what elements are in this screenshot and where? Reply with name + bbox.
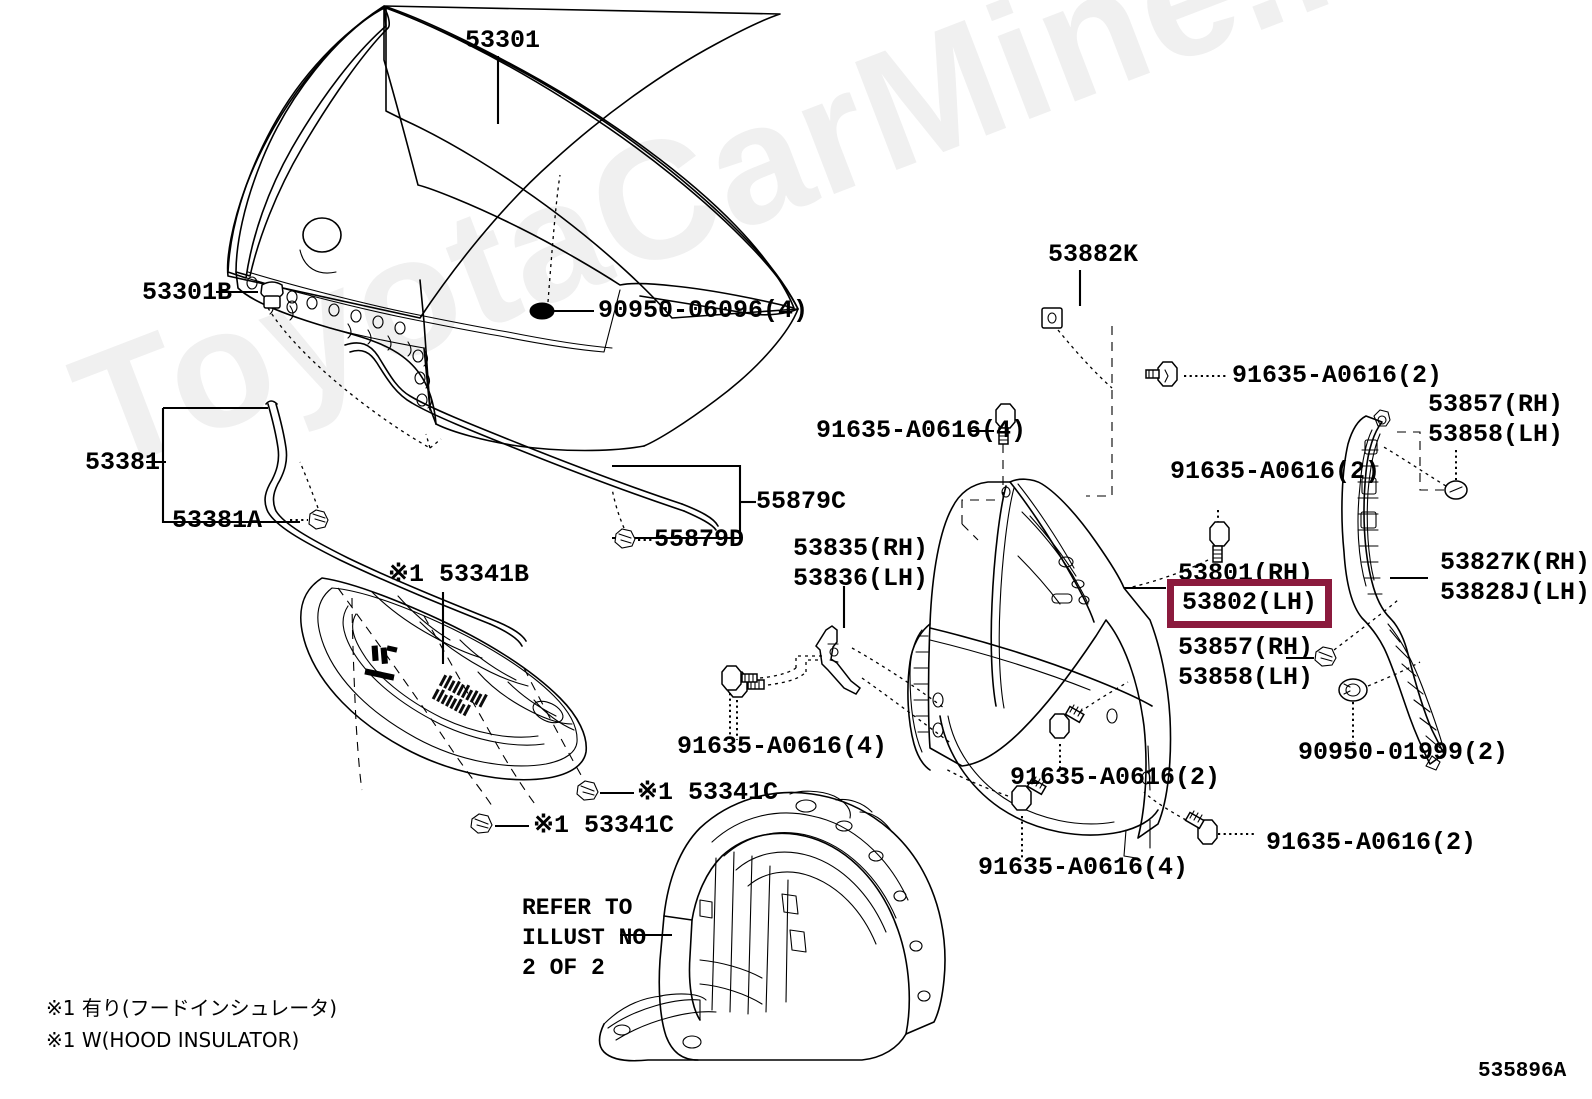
hood-part <box>226 5 781 319</box>
footnote-en: ※1 W(HOOD INSULATOR) <box>46 1028 300 1052</box>
part-53858-clip-upper <box>1444 480 1468 500</box>
label-53882K: 53882K <box>1048 240 1139 269</box>
refer-to-note: REFER TO ILLUST NO 2 OF 2 <box>522 895 647 981</box>
label-53828J: 53828J(LH) <box>1440 578 1591 607</box>
bolt-91635-left-lower <box>721 665 758 691</box>
part-53827K-seal <box>1341 409 1445 771</box>
label-53301: 53301 <box>465 26 541 55</box>
part-53802-fender <box>907 478 1172 859</box>
label-53301B: 53301B <box>142 278 233 307</box>
part-53301B-cushion <box>260 281 284 309</box>
label-53857-lower: 53857(RH) <box>1178 633 1314 662</box>
label-91635-mid: 91635-A0616(2) <box>1170 457 1381 486</box>
label-53381: 53381 <box>85 448 161 477</box>
label-55879C: 55879C <box>756 487 847 516</box>
label-53341C-2: ※1 53341C <box>533 811 674 840</box>
label-91635-lower-right: 91635-A0616(2) <box>1266 828 1477 857</box>
label-91635-lower-mid: 91635-A0616(2) <box>1010 763 1221 792</box>
part-53341B-insulator <box>300 577 587 781</box>
label-53836: 53836(LH) <box>793 564 929 593</box>
label-90950-06096: 90950-06096(4) <box>598 296 809 325</box>
bolt-91635-lower-left <box>1011 776 1047 811</box>
label-53858-lower: 53858(LH) <box>1178 663 1314 692</box>
part-fender-liner <box>598 790 946 1062</box>
label-53381A: 53381A <box>172 506 263 535</box>
label-53835: 53835(RH) <box>793 534 929 563</box>
label-53827K: 53827K(RH) <box>1440 548 1591 577</box>
label-91635-left: 91635-A0616(4) <box>816 416 1027 445</box>
bracket-53381 <box>161 408 300 524</box>
part-90950-06096 <box>529 302 555 320</box>
footnote-jp: ※1 有り(フードインシュレータ) <box>46 996 338 1020</box>
figure-number: 535896A <box>1478 1060 1567 1083</box>
part-90950-01999-grommet <box>1338 678 1368 702</box>
leader-53301B-dash <box>267 307 431 449</box>
label-91635-insulator: 91635-A0616(4) <box>677 732 888 761</box>
bolt-91635-lower-mid <box>1049 704 1085 739</box>
label-53802-highlighted: 53802(LH) <box>1167 579 1333 628</box>
part-55879D-clip <box>614 528 636 549</box>
part-53835-bracket <box>815 625 862 695</box>
hood-shape <box>235 6 799 452</box>
label-53857-upper: 53857(RH) <box>1428 390 1564 419</box>
part-53882K-seal <box>1041 307 1063 329</box>
bolt-91635-lower-right <box>1184 810 1218 845</box>
label-53858-upper: 53858(LH) <box>1428 420 1564 449</box>
label-91635-lower-left: 91635-A0616(4) <box>978 853 1189 882</box>
part-53341C-clip-1 <box>576 780 599 801</box>
label-91635-top: 91635-A0616(2) <box>1232 361 1443 390</box>
label-53341C-1: ※1 53341C <box>637 778 778 807</box>
label-53341B: ※1 53341B <box>388 560 529 589</box>
part-53381A-clip <box>308 509 329 530</box>
label-90950-01999: 90950-01999(2) <box>1298 738 1509 767</box>
bolt-91635-top <box>1145 361 1178 387</box>
part-53381-support-rod <box>264 342 719 647</box>
part-53858-clip-lower <box>1314 646 1337 667</box>
bolt-91635-mid <box>1209 521 1230 563</box>
part-53341C-clip-2 <box>470 813 493 834</box>
label-55879D: 55879D <box>654 525 745 554</box>
